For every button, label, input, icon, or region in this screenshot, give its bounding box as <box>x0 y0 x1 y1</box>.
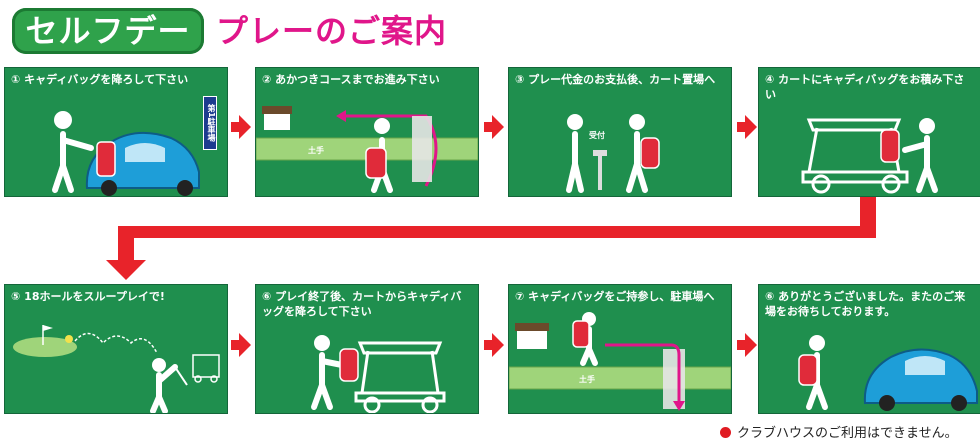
person-figure <box>902 135 938 193</box>
step-panel-2: ② あかつきコースまでお進み下さい 土手 <box>255 67 479 197</box>
clubhouse <box>264 114 290 130</box>
ball-trajectory <box>74 332 158 354</box>
arrow-row-return <box>106 196 876 280</box>
person-figure <box>311 352 345 410</box>
step-num: ④ <box>765 73 775 86</box>
arrow-7-8 <box>737 333 757 357</box>
step-num: ⑥ <box>765 290 775 303</box>
step-panel-6: ⑥ プレイ終了後、カートからキャディバッグを降ろして下さい <box>255 284 479 414</box>
golf-bag <box>798 354 818 386</box>
title-badge: セルフデー <box>12 8 204 54</box>
golf-bag <box>339 348 359 382</box>
red-dot-icon <box>720 427 731 438</box>
person-figure <box>52 131 94 193</box>
step-text: あかつきコースまでお進み下さい <box>275 73 440 86</box>
golfer-figure <box>150 364 178 413</box>
arrow-5-6 <box>231 333 251 357</box>
car-illustration <box>863 348 978 411</box>
clubhouse-roof <box>262 106 292 114</box>
arrow-2-3 <box>484 115 504 139</box>
small-cart <box>192 354 220 383</box>
step-text: カートにキャディバッグをお積み下さい <box>765 73 965 101</box>
arrow-3-4 <box>737 115 757 139</box>
step-panel-3: ③ プレー代金のお支払後、カート置場へ 受付 <box>508 67 732 197</box>
step-panel-8: ⑥ ありがとうございました。またのご来場をお待ちしております。 <box>758 284 980 414</box>
golf-cart <box>354 341 446 413</box>
bridge <box>663 349 685 409</box>
reception-label: 受付 <box>589 131 605 140</box>
step-panel-4: ④ カートにキャディバッグをお積み下さい <box>758 67 980 197</box>
route-arrow <box>605 343 681 403</box>
golf-bag <box>640 137 660 169</box>
step-num: ② <box>262 73 272 86</box>
embankment-label: 土手 <box>579 375 595 384</box>
golf-ball <box>65 335 73 343</box>
bridge <box>412 116 432 182</box>
step-text: キャディバッグを降ろして下さい <box>24 73 189 86</box>
clubhouse-roof <box>515 323 549 331</box>
notice-text: クラブハウスのご利用はできません。 <box>737 426 958 441</box>
staff-figure <box>566 131 584 193</box>
golf-club <box>174 366 188 386</box>
arrow-1-2 <box>231 115 251 139</box>
arrow-6-7 <box>484 333 504 357</box>
step-text: キャディバッグをご持参し、駐車場へ <box>528 290 715 303</box>
step-text: プレー代金のお支払後、カート置場へ <box>528 73 716 86</box>
golf-bag <box>880 129 900 163</box>
step-text: ありがとうございました。またのご来場をお待ちしております。 <box>765 290 966 318</box>
step-num: ⑦ <box>515 290 525 303</box>
step-text: 18ホールをスループレイで! <box>24 290 165 303</box>
golf-bag <box>365 147 387 179</box>
step-panel-5: ⑤ 18ホールをスループレイで! <box>4 284 228 414</box>
green <box>13 337 77 357</box>
step-panel-7: ⑦ キャディバッグをご持参し、駐車場へ 土手 <box>508 284 732 414</box>
embankment-label: 土手 <box>308 146 324 155</box>
step-num: ① <box>11 73 21 86</box>
parking-sign: 第1駐車場 <box>203 96 217 150</box>
person-figure <box>626 131 648 193</box>
step-num: ③ <box>515 73 525 86</box>
reception-stand <box>593 150 607 156</box>
road-band <box>509 366 731 390</box>
flag <box>43 325 53 331</box>
step-num: ⑥ <box>262 290 272 303</box>
step-panel-1: ① キャディバッグを降ろして下さい <box>4 67 228 197</box>
clubhouse-notice: クラブハウスのご利用はできません。 <box>720 422 958 441</box>
golf-bag <box>572 320 590 348</box>
page-title: プレーのご案内 <box>216 12 448 50</box>
clubhouse <box>517 331 547 349</box>
step-num: ⑤ <box>11 290 21 303</box>
step-text: プレイ終了後、カートからキャディバッグを降ろして下さい <box>262 290 462 318</box>
golf-bag <box>96 141 116 177</box>
